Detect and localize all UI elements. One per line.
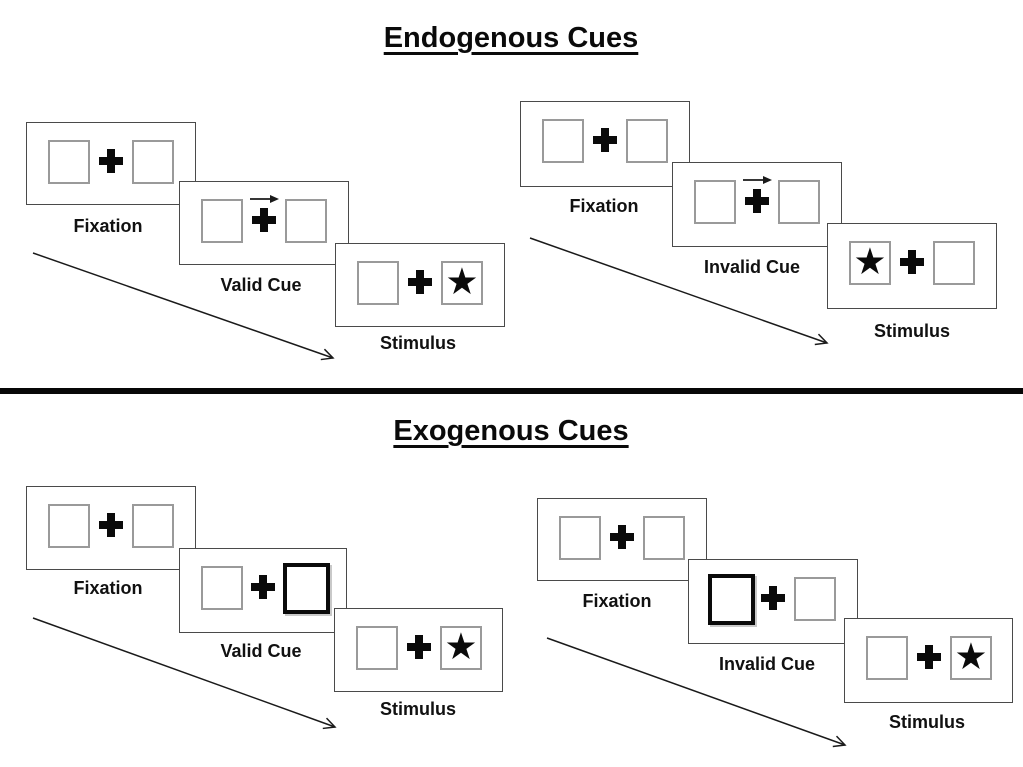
- star-icon: ★: [445, 260, 479, 303]
- star-icon: ★: [444, 625, 478, 668]
- exogenous-valid-stimulus-panel: ★: [334, 608, 503, 692]
- fixation-cross-icon: [900, 250, 924, 274]
- endogenous-valid-fixation-panel: [26, 122, 196, 205]
- fixation-cross-icon: [252, 208, 276, 232]
- exogenous-invalid-stimulus-label: Stimulus: [888, 712, 966, 732]
- left-box: ★: [849, 241, 891, 285]
- fixation-cross-icon: [406, 635, 431, 659]
- endogenous-invalid-cue-panel: [672, 162, 842, 247]
- endogenous-section-title: Endogenous Cues: [383, 22, 639, 54]
- endogenous-valid-timeline-arrow: [32, 252, 335, 361]
- left-box: [542, 119, 584, 163]
- left-box: [866, 636, 908, 680]
- right-box: [626, 119, 668, 163]
- section-divider: [0, 388, 1023, 394]
- endogenous-invalid-stimulus-label: Stimulus: [873, 321, 951, 341]
- highlighted-left-box: [708, 574, 755, 625]
- endogenous-invalid-fixation-panel: [520, 101, 690, 187]
- left-box: [356, 626, 398, 670]
- exogenous-invalid-stimulus-panel: ★: [844, 618, 1013, 703]
- star-icon: ★: [954, 635, 988, 678]
- endogenous-valid-stimulus-label: Stimulus: [379, 333, 457, 353]
- left-box: [48, 504, 90, 548]
- right-box: [933, 241, 975, 285]
- left-box: [357, 261, 399, 305]
- endogenous-invalid-fixation-label: Fixation: [569, 196, 639, 216]
- left-box: [559, 516, 601, 560]
- right-box: [132, 140, 174, 184]
- star-icon: ★: [853, 240, 887, 283]
- exogenous-invalid-timeline-arrow: [546, 637, 847, 748]
- exogenous-invalid-cue-panel: [688, 559, 858, 644]
- left-box: [201, 199, 243, 243]
- exogenous-valid-fixation-label: Fixation: [73, 578, 143, 598]
- exogenous-invalid-cue-label: Invalid Cue: [718, 654, 816, 674]
- exogenous-valid-cue-panel: [179, 548, 347, 633]
- endogenous-valid-cue-panel: [179, 181, 349, 265]
- right-box: [285, 199, 327, 243]
- arrow-right-icon: [743, 176, 772, 184]
- right-box: ★: [440, 626, 482, 670]
- right-box: [643, 516, 685, 560]
- fixation-cross-icon: [745, 189, 769, 213]
- endogenous-valid-cue-label: Valid Cue: [220, 275, 302, 295]
- fixation-cross-icon: [610, 525, 634, 549]
- right-box: ★: [950, 636, 992, 680]
- endogenous-valid-fixation-label: Fixation: [73, 216, 143, 236]
- highlighted-right-box: [283, 563, 330, 614]
- fixation-cross-icon: [99, 513, 123, 537]
- endogenous-invalid-cue-label: Invalid Cue: [703, 257, 801, 277]
- exogenous-valid-fixation-panel: [26, 486, 196, 570]
- exogenous-section-title: Exogenous Cues: [393, 415, 629, 447]
- fixation-cross-icon: [251, 575, 275, 599]
- right-box: [132, 504, 174, 548]
- left-box: [694, 180, 736, 224]
- exogenous-invalid-fixation-panel: [537, 498, 707, 581]
- exogenous-valid-cue-label: Valid Cue: [220, 641, 302, 661]
- arrow-right-icon: [250, 195, 279, 203]
- right-box: [794, 577, 836, 621]
- fixation-cross-icon: [408, 270, 432, 294]
- fixation-cross-icon: [916, 645, 941, 669]
- right-box: ★: [441, 261, 483, 305]
- left-box: [48, 140, 90, 184]
- endogenous-invalid-timeline-arrow: [529, 237, 829, 346]
- exogenous-valid-stimulus-label: Stimulus: [379, 699, 457, 719]
- left-box: [201, 566, 243, 610]
- right-box: [778, 180, 820, 224]
- fixation-cross-icon: [761, 586, 785, 610]
- fixation-cross-icon: [99, 149, 123, 173]
- exogenous-invalid-fixation-label: Fixation: [582, 591, 652, 611]
- endogenous-invalid-stimulus-panel: ★: [827, 223, 997, 309]
- endogenous-valid-stimulus-panel: ★: [335, 243, 505, 327]
- fixation-cross-icon: [593, 128, 617, 152]
- exogenous-valid-timeline-arrow: [32, 617, 337, 730]
